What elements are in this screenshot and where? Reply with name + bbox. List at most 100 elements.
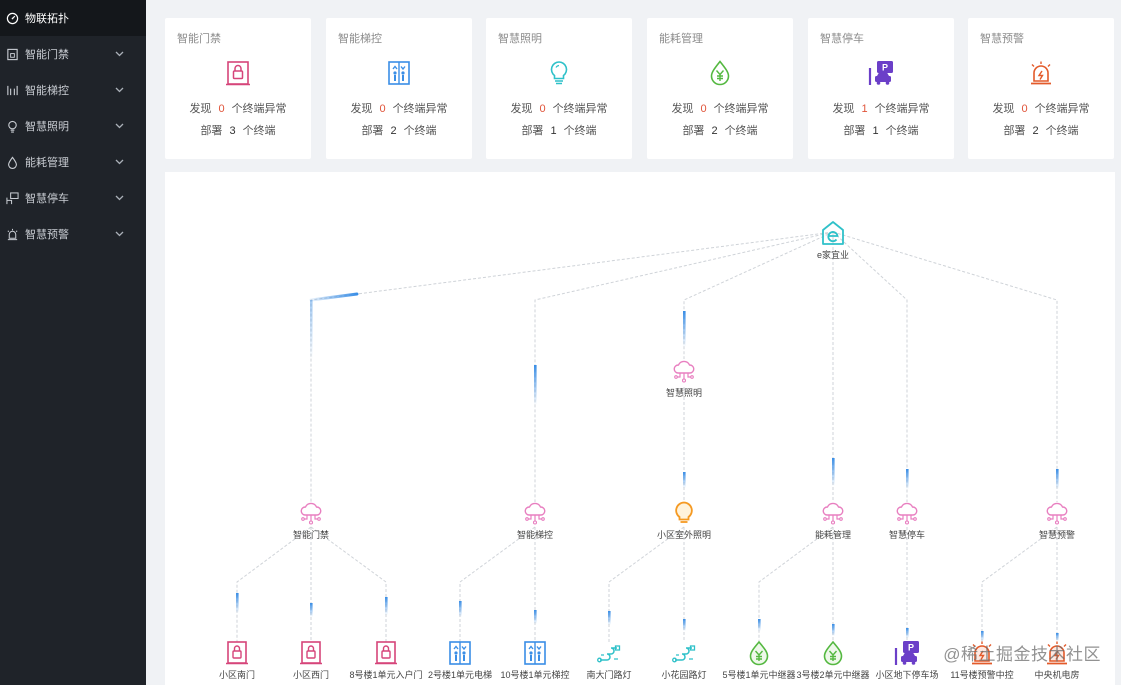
card-title: 智慧预警	[980, 33, 1024, 45]
sidebar: 物联拓扑 智能门禁 智能梯控 智慧照明 能耗管理 智慧停车	[0, 0, 146, 685]
chevron-down-icon[interactable]	[104, 85, 124, 95]
elevator-icon	[447, 640, 473, 666]
topology-leaf-node[interactable]: 中央机电房	[1027, 640, 1087, 681]
abnormal-count: 0	[218, 103, 225, 115]
node-label: 小区西门	[292, 670, 329, 680]
node-label: 10号楼1单元梯控	[500, 670, 570, 680]
node-label: 智慧停车	[888, 530, 925, 540]
node-label: 中央机电房	[1034, 670, 1080, 680]
card-title: 智慧停车	[820, 33, 864, 45]
sidebar-item-label: 智慧停车	[25, 193, 69, 205]
sidebar-item-parking[interactable]: 智慧停车	[0, 180, 146, 216]
parking-icon	[5, 191, 19, 205]
energy-drop-icon	[707, 60, 733, 86]
sidebar-item-label: 智慧预警	[25, 229, 69, 241]
door-access-icon	[225, 60, 251, 86]
svg-text:P: P	[908, 643, 914, 653]
door-access-icon	[298, 640, 324, 666]
energy-drop-icon	[5, 155, 19, 169]
topology-group-node[interactable]: 智慧停车	[877, 500, 937, 541]
elevator-icon	[386, 60, 412, 86]
card-title: 智能门禁	[177, 33, 221, 45]
topology-leaf-node[interactable]: P 小区地下停车场	[872, 640, 942, 681]
topology-leaf-node[interactable]: 10号楼1单元梯控	[498, 640, 572, 681]
sidebar-item-lighting[interactable]: 智慧照明	[0, 108, 146, 144]
sidebar-item-elevator[interactable]: 智能梯控	[0, 72, 146, 108]
chevron-down-icon[interactable]	[104, 121, 124, 131]
cloud-icon	[671, 358, 697, 384]
node-label: 11号楼预警中控	[950, 670, 1014, 680]
chevron-down-icon[interactable]	[104, 49, 124, 59]
elevator-icon	[5, 83, 19, 97]
parking-icon: P	[894, 640, 920, 666]
topology-group-node[interactable]: 智能门禁	[281, 500, 341, 541]
node-label: 智慧预警	[1038, 530, 1075, 540]
sidebar-item-label: 智慧照明	[25, 121, 69, 133]
deployed-count: 3	[229, 125, 236, 137]
topology-group-node[interactable]: 智能梯控	[505, 500, 565, 541]
node-label: 南大门路灯	[586, 670, 632, 680]
sidebar-item-label: 智能梯控	[25, 85, 69, 97]
topology-leaf-node[interactable]: 南大门路灯	[579, 640, 639, 681]
alarm-icon	[5, 227, 19, 241]
abnormal-count: 1	[861, 103, 868, 115]
topology-leaf-node[interactable]: 3号楼2单元中继器	[793, 640, 873, 681]
chevron-down-icon[interactable]	[104, 229, 124, 239]
abnormal-count: 0	[700, 103, 707, 115]
sidebar-item-door-access[interactable]: 智能门禁	[0, 36, 146, 72]
node-label: 智能门禁	[292, 530, 329, 540]
topology-leaf-node[interactable]: 8号楼1单元入户门	[346, 640, 426, 681]
topology-leaf-node[interactable]: 小花园路灯	[654, 640, 714, 681]
topology-group-node[interactable]: 智慧照明	[654, 358, 714, 399]
elevator-icon	[522, 640, 548, 666]
sidebar-item-topology[interactable]: 物联拓扑	[0, 0, 146, 36]
topology-root-node[interactable]: e家宜业	[803, 220, 863, 261]
node-label: 3号楼2单元中继器	[796, 670, 870, 680]
node-label: e家宜业	[816, 250, 849, 260]
e-home-icon	[820, 220, 846, 246]
cloud-icon	[894, 500, 920, 526]
lightbulb-icon	[546, 60, 572, 86]
node-label: 小花园路灯	[661, 670, 707, 680]
topology-leaf-node[interactable]: 2号楼1单元电梯	[425, 640, 495, 681]
deployed-count: 1	[872, 125, 879, 137]
node-label: 小区地下停车场	[875, 670, 939, 680]
topology-group-node[interactable]: 能耗管理	[803, 500, 863, 541]
door-access-icon	[224, 640, 250, 666]
node-label: 8号楼1单元入户门	[349, 670, 423, 680]
alarm-icon	[969, 640, 995, 666]
alarm-icon	[1044, 640, 1070, 666]
abnormal-count: 0	[379, 103, 386, 115]
sidebar-item-alarm[interactable]: 智慧预警	[0, 216, 146, 252]
cloud-icon	[298, 500, 324, 526]
topology-group-node[interactable]: 小区室外照明	[649, 500, 719, 541]
chevron-down-icon[interactable]	[104, 193, 124, 203]
card-title: 智慧照明	[498, 33, 542, 45]
cloud-icon	[522, 500, 548, 526]
node-label: 小区南门	[218, 670, 255, 680]
sidebar-item-energy[interactable]: 能耗管理	[0, 144, 146, 180]
deployed-count: 1	[550, 125, 557, 137]
topology-leaf-node[interactable]: 11号楼预警中控	[947, 640, 1017, 681]
topology-leaf-node[interactable]: 5号楼1单元中继器	[719, 640, 799, 681]
chevron-down-icon[interactable]	[104, 157, 124, 167]
deployed-count: 2	[711, 125, 718, 137]
watermark: @稀土掘金技术社区	[943, 645, 1101, 664]
topology-leaf-node[interactable]: 小区西门	[281, 640, 341, 681]
topology-group-node[interactable]: 智慧预警	[1027, 500, 1087, 541]
topology-leaf-node[interactable]: 小区南门	[207, 640, 267, 681]
energy-drop-icon	[820, 640, 846, 666]
node-label: 智能梯控	[516, 530, 553, 540]
